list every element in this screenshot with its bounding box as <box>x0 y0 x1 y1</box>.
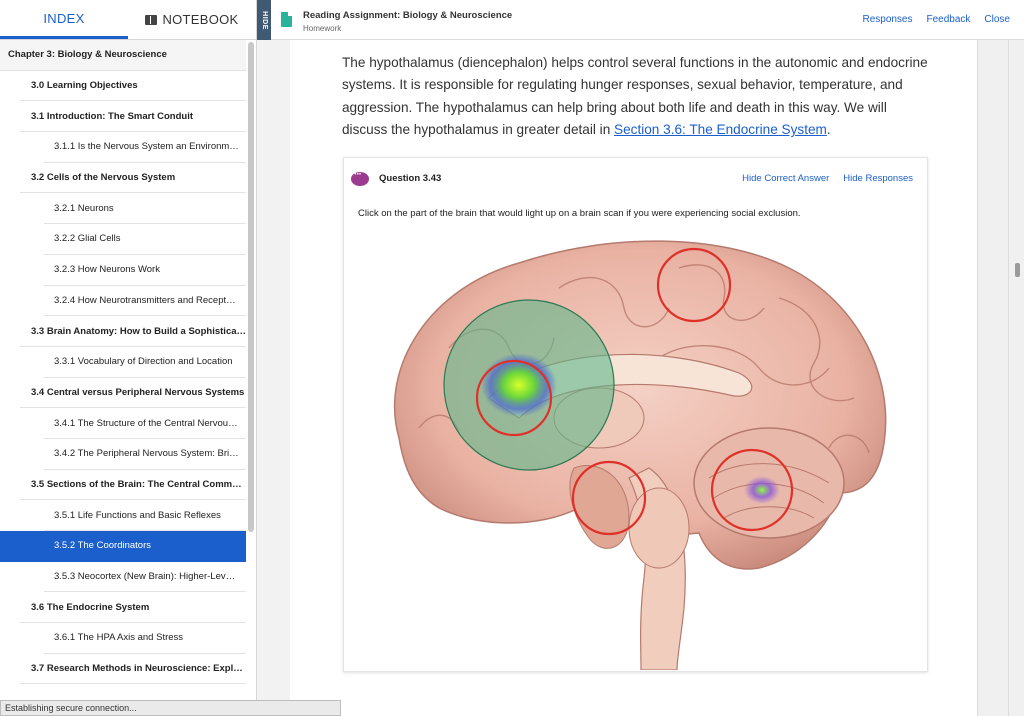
assignment-title: Reading Assignment: Biology & Neuroscien… <box>303 10 513 21</box>
toc-item[interactable]: 3.2.4 How Neurotransmitters and Recept… <box>44 286 246 317</box>
toc-item[interactable]: 3.4.2 The Peripheral Nervous System: Bri… <box>44 439 246 470</box>
top-bar: Reading Assignment: Biology & Neuroscien… <box>271 0 1024 40</box>
toc-item-label: 3.2.3 How Neurons Work <box>54 264 160 276</box>
section-link[interactable]: Section 3.6: The Endocrine System <box>614 122 827 138</box>
toc-item-label: 3.5 Sections of the Brain: The Central C… <box>31 478 242 490</box>
toc-item[interactable]: 3.0 Learning Objectives <box>20 71 246 102</box>
hide-correct-answer-link[interactable]: Hide Correct Answer <box>742 173 830 184</box>
question-links: Hide Correct Answer Hide Responses <box>742 173 913 184</box>
header-links: Responses Feedback Close <box>862 14 1010 25</box>
toc-item[interactable]: 3.2.3 How Neurons Work <box>44 255 246 286</box>
toc-item[interactable]: 3.5.3 Neocortex (New Brain): Higher-Lev… <box>44 562 246 593</box>
toc-item[interactable]: 3.4 Central versus Peripheral Nervous Sy… <box>20 378 246 409</box>
toc-item-label: 3.6 The Endocrine System <box>31 601 150 613</box>
toc-item-label: 3.4.2 The Peripheral Nervous System: Bri… <box>54 448 239 460</box>
toc-item-label: 3.2.4 How Neurotransmitters and Recept… <box>54 294 236 306</box>
table-of-contents: Chapter 3: Biology & Neuroscience 3.0 Lea… <box>0 40 246 716</box>
tab-index-label: INDEX <box>43 10 85 26</box>
paragraph-end: . <box>826 122 831 138</box>
toc-item-label: 3.5.1 Life Functions and Basic Reflexes <box>54 509 221 521</box>
toc-item-label: 3.2 Cells of the Nervous System <box>31 172 176 184</box>
comment-bubble-icon <box>351 169 369 186</box>
content-scrollbar[interactable] <box>1015 263 1020 277</box>
tab-notebook-label: NOTEBOOK <box>162 12 239 27</box>
toc-item-label: 3.5.2 The Coordinators <box>54 540 151 552</box>
toc-item[interactable]: 3.3.1 Vocabulary of Direction and Locati… <box>44 347 246 378</box>
tab-notebook[interactable]: NOTEBOOK <box>128 0 256 39</box>
toc-item[interactable]: 3.4.1 The Structure of the Central Nervo… <box>44 408 246 439</box>
toc-item-label: 3.3 Brain Anatomy: How to Build a Sophis… <box>31 325 246 337</box>
response-heatmap <box>481 353 557 417</box>
question-prompt: Click on the part of the brain that woul… <box>358 208 801 219</box>
toc-item[interactable]: 3.2.1 Neurons <box>44 193 246 225</box>
toc-item[interactable]: 3.1.1 Is the Nervous System an Environm… <box>44 132 246 163</box>
toc-item[interactable]: Chapter 3: Biology & Neuroscience <box>0 40 246 71</box>
pons <box>628 487 690 569</box>
toc-item-label: 3.2.1 Neurons <box>54 202 114 214</box>
response-heatmap-small <box>744 476 780 504</box>
hide-responses-link[interactable]: Hide Responses <box>843 173 913 184</box>
toc-item[interactable]: 3.6.1 The HPA Axis and Stress <box>44 623 246 654</box>
toc-item[interactable]: 3.2 Cells of the Nervous System <box>20 163 246 194</box>
toc-item[interactable]: 3.7 Research Methods in Neuroscience: Ex… <box>20 654 246 685</box>
toc-item-label: 3.5.3 Neocortex (New Brain): Higher-Lev… <box>54 571 236 583</box>
status-bar: Establishing secure connection... <box>0 700 341 716</box>
hide-label: HIDE <box>260 10 268 30</box>
toc-item-label: 3.4.1 The Structure of the Central Nervo… <box>54 417 238 429</box>
assignment-subtitle: Homework <box>303 24 342 33</box>
toc-item-label: 3.2.2 Glial Cells <box>54 233 121 245</box>
paragraph-text: The hypothalamus (diencephalon) helps co… <box>342 55 928 138</box>
right-gutter <box>977 40 1024 716</box>
feedback-link[interactable]: Feedback <box>926 14 971 25</box>
toc-item[interactable]: 3.5.2 The Coordinators <box>0 531 246 562</box>
brain-hotspot-image[interactable] <box>359 228 914 670</box>
toc-scrollbar[interactable] <box>248 42 254 532</box>
toc-item[interactable]: 3.5.1 Life Functions and Basic Reflexes <box>44 500 246 531</box>
hide-panel-button[interactable]: HIDE <box>257 0 271 40</box>
toc-item[interactable]: 3.2.2 Glial Cells <box>44 224 246 255</box>
toc-item-label: 3.1 Introduction: The Smart Conduit <box>31 110 194 122</box>
paragraph: The hypothalamus (diencephalon) helps co… <box>342 52 932 142</box>
responses-link[interactable]: Responses <box>862 14 913 25</box>
panel-tabs: INDEX NOTEBOOK <box>0 0 256 40</box>
hotspot-ring <box>710 448 794 532</box>
toc-item-label: 3.6.1 The HPA Axis and Stress <box>54 632 184 644</box>
toc-item-label: 3.4 Central versus Peripheral Nervous Sy… <box>31 386 245 398</box>
toc-item[interactable]: 3.6 The Endocrine System <box>20 592 246 624</box>
toc-item-label: 3.3.1 Vocabulary of Direction and Locati… <box>54 356 233 368</box>
toc-item-label: 3.7 Research Methods in Neuroscience: Ex… <box>31 663 246 675</box>
hotspot-ring <box>656 247 732 323</box>
toc-item[interactable]: 3.5 Sections of the Brain: The Central C… <box>20 470 246 501</box>
document-icon <box>281 12 292 27</box>
question-card: Question 3.43 Hide Correct Answer Hide R… <box>343 157 928 672</box>
tab-index[interactable]: INDEX <box>0 0 128 39</box>
toc-item-label: 3.0 Learning Objectives <box>31 80 138 92</box>
toc-item[interactable]: 3.3 Brain Anatomy: How to Build a Sophis… <box>20 316 246 347</box>
question-label: Question 3.43 <box>379 173 442 184</box>
toc-item[interactable]: 3.1 Introduction: The Smart Conduit <box>20 101 246 133</box>
toc-item-label: 3.1.1 Is the Nervous System an Environm… <box>54 141 239 153</box>
hotspot-ring <box>475 359 553 437</box>
toc-item-label: Chapter 3: Biology & Neuroscience <box>8 49 167 61</box>
right-scroll-track <box>1008 40 1009 716</box>
hotspot-ring <box>571 460 647 536</box>
close-link[interactable]: Close <box>984 14 1010 25</box>
index-panel: INDEX NOTEBOOK Chapter 3: Biology & Neur… <box>0 0 257 716</box>
notebook-icon <box>145 14 158 25</box>
